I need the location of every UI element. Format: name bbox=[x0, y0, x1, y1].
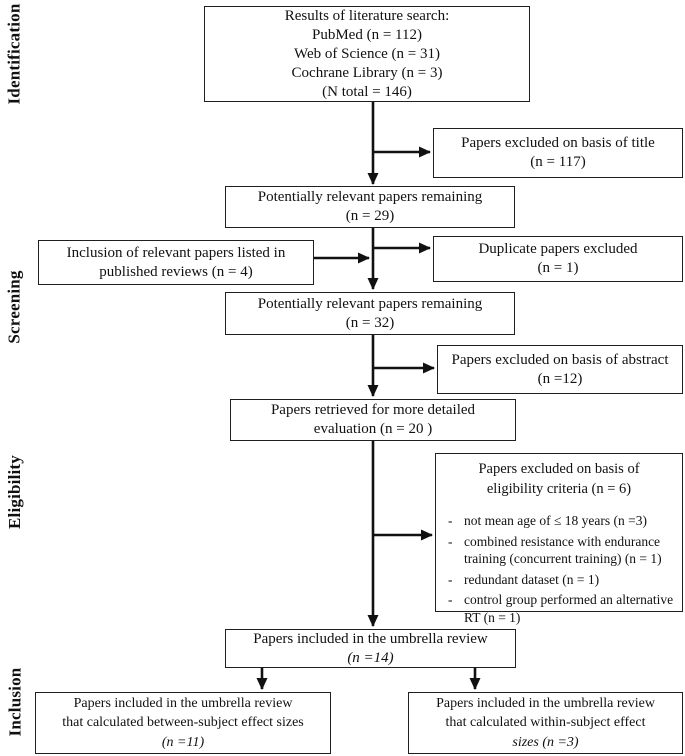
box-text-line: (n = 1) bbox=[537, 260, 579, 276]
box-text-line: that calculated between-subject effect s… bbox=[62, 715, 304, 731]
box-text-line: (n =14) bbox=[347, 649, 394, 666]
box-text-line: published reviews (n = 4) bbox=[99, 263, 253, 280]
bullet-dash: - bbox=[448, 513, 453, 528]
box-literature-search-results: Results of literature search: PubMed (n … bbox=[204, 6, 530, 102]
box-text-line: Duplicate papers excluded bbox=[478, 241, 638, 257]
box-text-line: (n =11) bbox=[161, 734, 205, 750]
exclusion-reason-item: - redundant dataset (n = 1) bbox=[448, 571, 674, 589]
box-text-line: Results of literature search: bbox=[284, 7, 450, 24]
box-text-line: PubMed (n = 112) bbox=[312, 26, 422, 43]
box-text-line: Papers included in the umbrella review bbox=[73, 695, 293, 711]
box-text-line: Papers included in the umbrella review bbox=[436, 695, 655, 711]
bullet-dash: - bbox=[448, 592, 453, 607]
stage-label-inclusion: Inclusion bbox=[0, 662, 30, 742]
box-text-line: Potentially relevant papers remaining bbox=[257, 189, 483, 205]
box-text-line: sizes (n =3) bbox=[512, 734, 579, 750]
box-relevant-remaining-32: Potentially relevant papers remaining (n… bbox=[225, 292, 515, 335]
stage-label-text: Inclusion bbox=[5, 667, 25, 737]
box-text-line: (n = 32) bbox=[345, 314, 395, 331]
exclusion-reason-item: - control group performed an alternative… bbox=[448, 591, 674, 626]
box-text-line: (n =12) bbox=[537, 370, 583, 387]
bullet-text: not mean age of ≤ 18 years (n =3) bbox=[464, 513, 647, 528]
box-within-subject-effect-sizes: Papers included in the umbrella review t… bbox=[408, 692, 683, 754]
box-text-line: Papers retrieved for more detailed bbox=[270, 402, 476, 418]
bullet-dash: - bbox=[448, 571, 453, 587]
stage-label-text: Identification bbox=[5, 3, 24, 105]
box-duplicates-excluded: Duplicate papers excluded (n = 1) bbox=[433, 236, 683, 282]
box-text-line: Inclusion of relevant papers listed in bbox=[66, 244, 286, 261]
box-text-line: Web of Science (n = 31) bbox=[294, 45, 440, 62]
box-between-subject-effect-sizes: Papers included in the umbrella review t… bbox=[35, 692, 331, 754]
stage-label-eligibility: Eligibility bbox=[0, 451, 30, 533]
box-text-line: Papers excluded on basis of title bbox=[461, 135, 655, 151]
box-text-line: (n = 117) bbox=[530, 154, 586, 170]
box-text-line: Papers excluded on basis of bbox=[478, 461, 640, 477]
box-excluded-eligibility-criteria: Papers excluded on basis of eligibility … bbox=[435, 453, 683, 625]
box-text-line: Papers included in the umbrella review bbox=[253, 630, 488, 647]
exclusion-reason-item: - not mean age of ≤ 18 years (n =3) bbox=[448, 512, 674, 530]
box-retrieved-detailed-evaluation: Papers retrieved for more detailed evalu… bbox=[230, 399, 516, 441]
bullet-text: control group performed an alternative R… bbox=[464, 592, 674, 625]
box-included-umbrella-review: Papers included in the umbrella review (… bbox=[225, 629, 516, 668]
box-inclusion-from-reviews: Inclusion of relevant papers listed in p… bbox=[38, 240, 314, 285]
box-text-line: eligibility criteria (n = 6) bbox=[486, 481, 632, 497]
box-excluded-on-abstract: Papers excluded on basis of abstract (n … bbox=[437, 345, 683, 394]
bullet-text: combined resistance with endurance train… bbox=[464, 533, 662, 567]
box-text-line: evaluation (n = 20 ) bbox=[313, 421, 433, 437]
box-text-line: Papers excluded on basis of abstract bbox=[451, 351, 669, 368]
bullet-text: redundant dataset (n = 1) bbox=[464, 571, 600, 587]
exclusion-reason-list: - not mean age of ≤ 18 years (n =3) - co… bbox=[436, 512, 682, 629]
stage-label-text: Eligibility bbox=[5, 455, 24, 529]
box-text-line: that calculated within-subject effect bbox=[445, 715, 646, 731]
bullet-dash: - bbox=[448, 533, 453, 549]
stage-label-text: Screening bbox=[5, 270, 25, 344]
box-text-line: (N total = 146) bbox=[322, 83, 412, 100]
box-text-line: Potentially relevant papers remaining bbox=[257, 295, 483, 312]
stage-label-identification: Identification bbox=[0, 3, 30, 105]
box-relevant-remaining-29: Potentially relevant papers remaining (n… bbox=[225, 186, 515, 228]
box-excluded-on-title: Papers excluded on basis of title (n = 1… bbox=[433, 128, 683, 178]
stage-label-screening: Screening bbox=[0, 267, 30, 347]
exclusion-reason-item: - combined resistance with endurance tra… bbox=[448, 533, 674, 568]
box-text-line: Cochrane Library (n = 3) bbox=[291, 64, 443, 81]
box-text-line: (n = 29) bbox=[345, 208, 395, 224]
